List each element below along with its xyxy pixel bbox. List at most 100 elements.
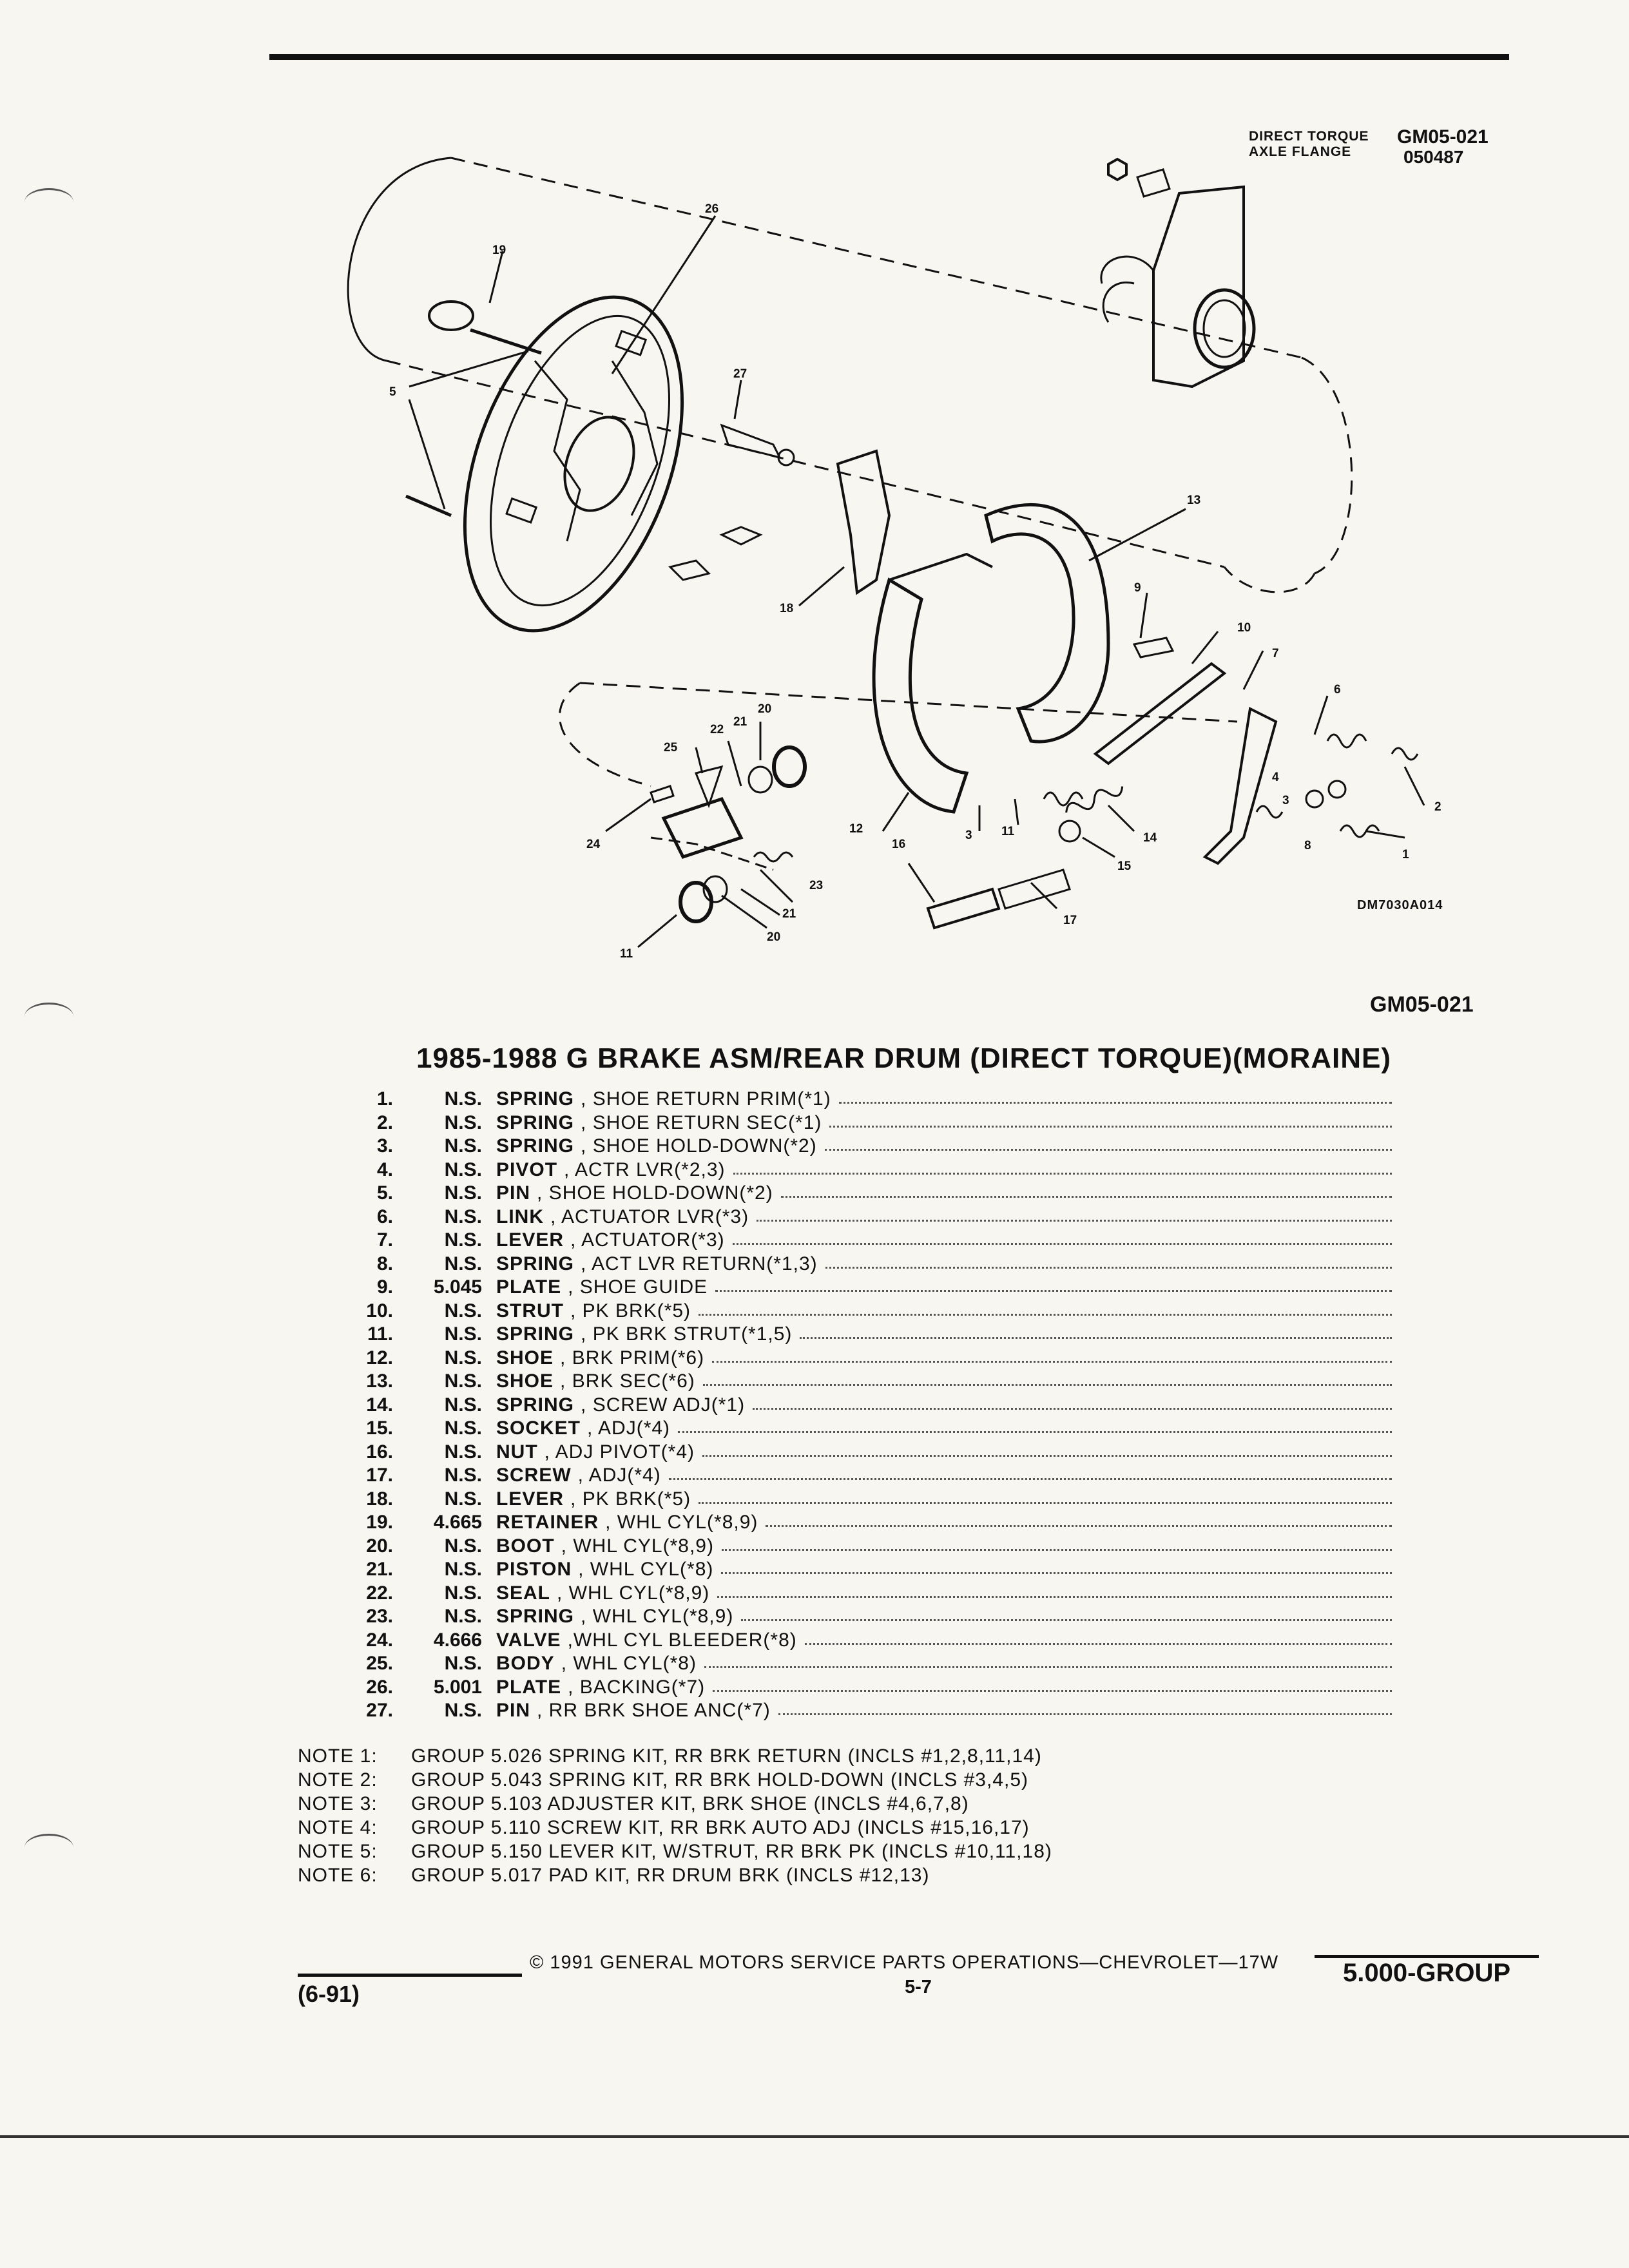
part-group: 5.001: [433, 1676, 482, 1698]
part-number: 2.: [376, 1111, 393, 1133]
leader-dots: [800, 1323, 1392, 1339]
part-desc: , ADJ(*4): [587, 1418, 671, 1439]
callout-25: 25: [664, 741, 678, 754]
part-number: 26.: [366, 1676, 393, 1698]
leader-dots: [824, 1135, 1392, 1151]
leader-dots: [780, 1182, 1392, 1198]
part-row: 16.N.S.NUT, ADJ PIVOT(*4): [322, 1441, 1392, 1465]
part-name: SPRING: [496, 1088, 575, 1110]
part-name: PISTON: [496, 1559, 572, 1580]
note-label: NOTE 6:: [298, 1865, 378, 1886]
part-group: N.S.: [444, 1606, 482, 1627]
part-row: 17.N.S.SCREW, ADJ(*4): [322, 1464, 1392, 1488]
part-group: N.S.: [444, 1088, 482, 1110]
brake-exploded-diagram: [347, 157, 1425, 948]
part-desc: , RR BRK SHOE ANC(*7): [537, 1700, 771, 1721]
leader-dots: [838, 1088, 1392, 1104]
part-number: 24.: [366, 1629, 393, 1651]
callout-22: 22: [710, 723, 724, 736]
callout-3-repeat: 3: [1282, 794, 1289, 807]
leader-dots: [766, 1511, 1392, 1527]
part-number: 4.: [376, 1158, 393, 1180]
part-group: N.S.: [444, 1488, 482, 1510]
callout-22-repeat: 21: [782, 907, 796, 921]
callout-6: 6: [1334, 683, 1341, 697]
callout-8: 8: [1304, 839, 1311, 852]
part-group: N.S.: [444, 1323, 482, 1345]
header-date-code: 050487: [1403, 147, 1464, 167]
callout-14: 14: [1143, 831, 1157, 845]
callout-18: 18: [780, 602, 794, 615]
part-name: SEAL: [496, 1582, 551, 1604]
part-row: 20.N.S.BOOT, WHL CYL(*8,9): [322, 1535, 1392, 1559]
part-name: SOCKET: [496, 1418, 581, 1439]
callout-26: 26: [705, 202, 719, 216]
callout-3: 3: [965, 829, 972, 842]
note-row: NOTE 2:GROUP 5.043 SPRING KIT, RR BRK HO…: [298, 1769, 1458, 1792]
callout-17: 17: [1063, 914, 1077, 927]
part-row: 1.N.S.SPRING, SHOE RETURN PRIM(*1): [322, 1088, 1392, 1111]
part-group: N.S.: [444, 1441, 482, 1463]
part-name: STRUT: [496, 1300, 564, 1321]
part-name: PIN: [496, 1700, 531, 1721]
part-desc: , SCREW ADJ(*1): [581, 1394, 746, 1416]
callout-24: 24: [586, 838, 601, 851]
part-group: 5.045: [433, 1276, 482, 1298]
note-label: NOTE 2:: [298, 1769, 378, 1791]
note-label: NOTE 3:: [298, 1793, 378, 1814]
leader-dots: [715, 1276, 1392, 1292]
part-desc: , SHOE GUIDE: [568, 1276, 708, 1298]
leader-dots: [713, 1676, 1392, 1692]
note-text: GROUP 5.110 SCREW KIT, RR BRK AUTO ADJ (…: [411, 1817, 1030, 1838]
leader-dots: [678, 1417, 1392, 1433]
scan-mark: [24, 188, 73, 216]
leader-dots: [699, 1488, 1392, 1504]
part-desc: , BRK SEC(*6): [560, 1370, 695, 1392]
footer-rule-right: [1315, 1955, 1539, 1958]
part-group: N.S.: [444, 1182, 482, 1204]
part-desc: , ACT LVR RETURN(*1,3): [581, 1253, 818, 1274]
callout-21: 21: [733, 715, 747, 729]
part-name: VALVE: [496, 1629, 561, 1651]
part-number: 9.: [376, 1276, 393, 1298]
note-label: NOTE 5:: [298, 1841, 378, 1862]
part-name: PLATE: [496, 1676, 562, 1698]
top-rule: [269, 54, 1509, 60]
leader-dots: [721, 1535, 1392, 1551]
part-number: 5.: [376, 1182, 393, 1204]
part-name: LEVER: [496, 1229, 564, 1251]
part-row: 22.N.S.SEAL, WHL CYL(*8,9): [322, 1582, 1392, 1606]
part-name: LINK: [496, 1206, 544, 1227]
footer-rule-left: [298, 1974, 522, 1977]
part-desc: , PK BRK(*5): [570, 1488, 691, 1510]
part-desc: , WHL CYL(*8): [578, 1559, 714, 1580]
part-row: 5.N.S.PIN, SHOE HOLD-DOWN(*2): [322, 1182, 1392, 1206]
callout-23: 23: [809, 879, 824, 892]
part-group: N.S.: [444, 1582, 482, 1604]
part-row: 3.N.S.SPRING, SHOE HOLD-DOWN(*2): [322, 1135, 1392, 1158]
part-desc: , WHL CYL(*8,9): [605, 1512, 758, 1533]
part-number: 27.: [366, 1700, 393, 1721]
callout-2: 2: [1434, 800, 1441, 814]
part-desc: , WHL CYL(*8,9): [557, 1582, 710, 1604]
part-row: 13.N.S.SHOE, BRK SEC(*6): [322, 1370, 1392, 1394]
part-row: 27.N.S.PIN, RR BRK SHOE ANC(*7): [322, 1699, 1392, 1723]
callout-1: 1: [1402, 848, 1409, 861]
part-number: 12.: [366, 1347, 393, 1369]
part-desc: , WHL CYL(*8): [561, 1653, 697, 1674]
part-desc: , ACTUATOR(*3): [570, 1229, 725, 1251]
part-number: 17.: [366, 1465, 393, 1486]
part-group: N.S.: [444, 1653, 482, 1674]
leader-dots: [732, 1229, 1392, 1245]
header-label-2: AXLE FLANGE: [1249, 144, 1352, 159]
callout-9: 9: [1134, 581, 1141, 595]
leader-dots: [778, 1699, 1392, 1715]
note-text: GROUP 5.150 LEVER KIT, W/STRUT, RR BRK P…: [411, 1841, 1052, 1862]
part-name: PIVOT: [496, 1158, 558, 1180]
part-row: 15.N.S.SOCKET, ADJ(*4): [322, 1417, 1392, 1441]
leader-dots: [804, 1629, 1392, 1645]
part-desc: , SHOE RETURN SEC(*1): [581, 1111, 822, 1133]
part-name: SHOE: [496, 1370, 554, 1392]
